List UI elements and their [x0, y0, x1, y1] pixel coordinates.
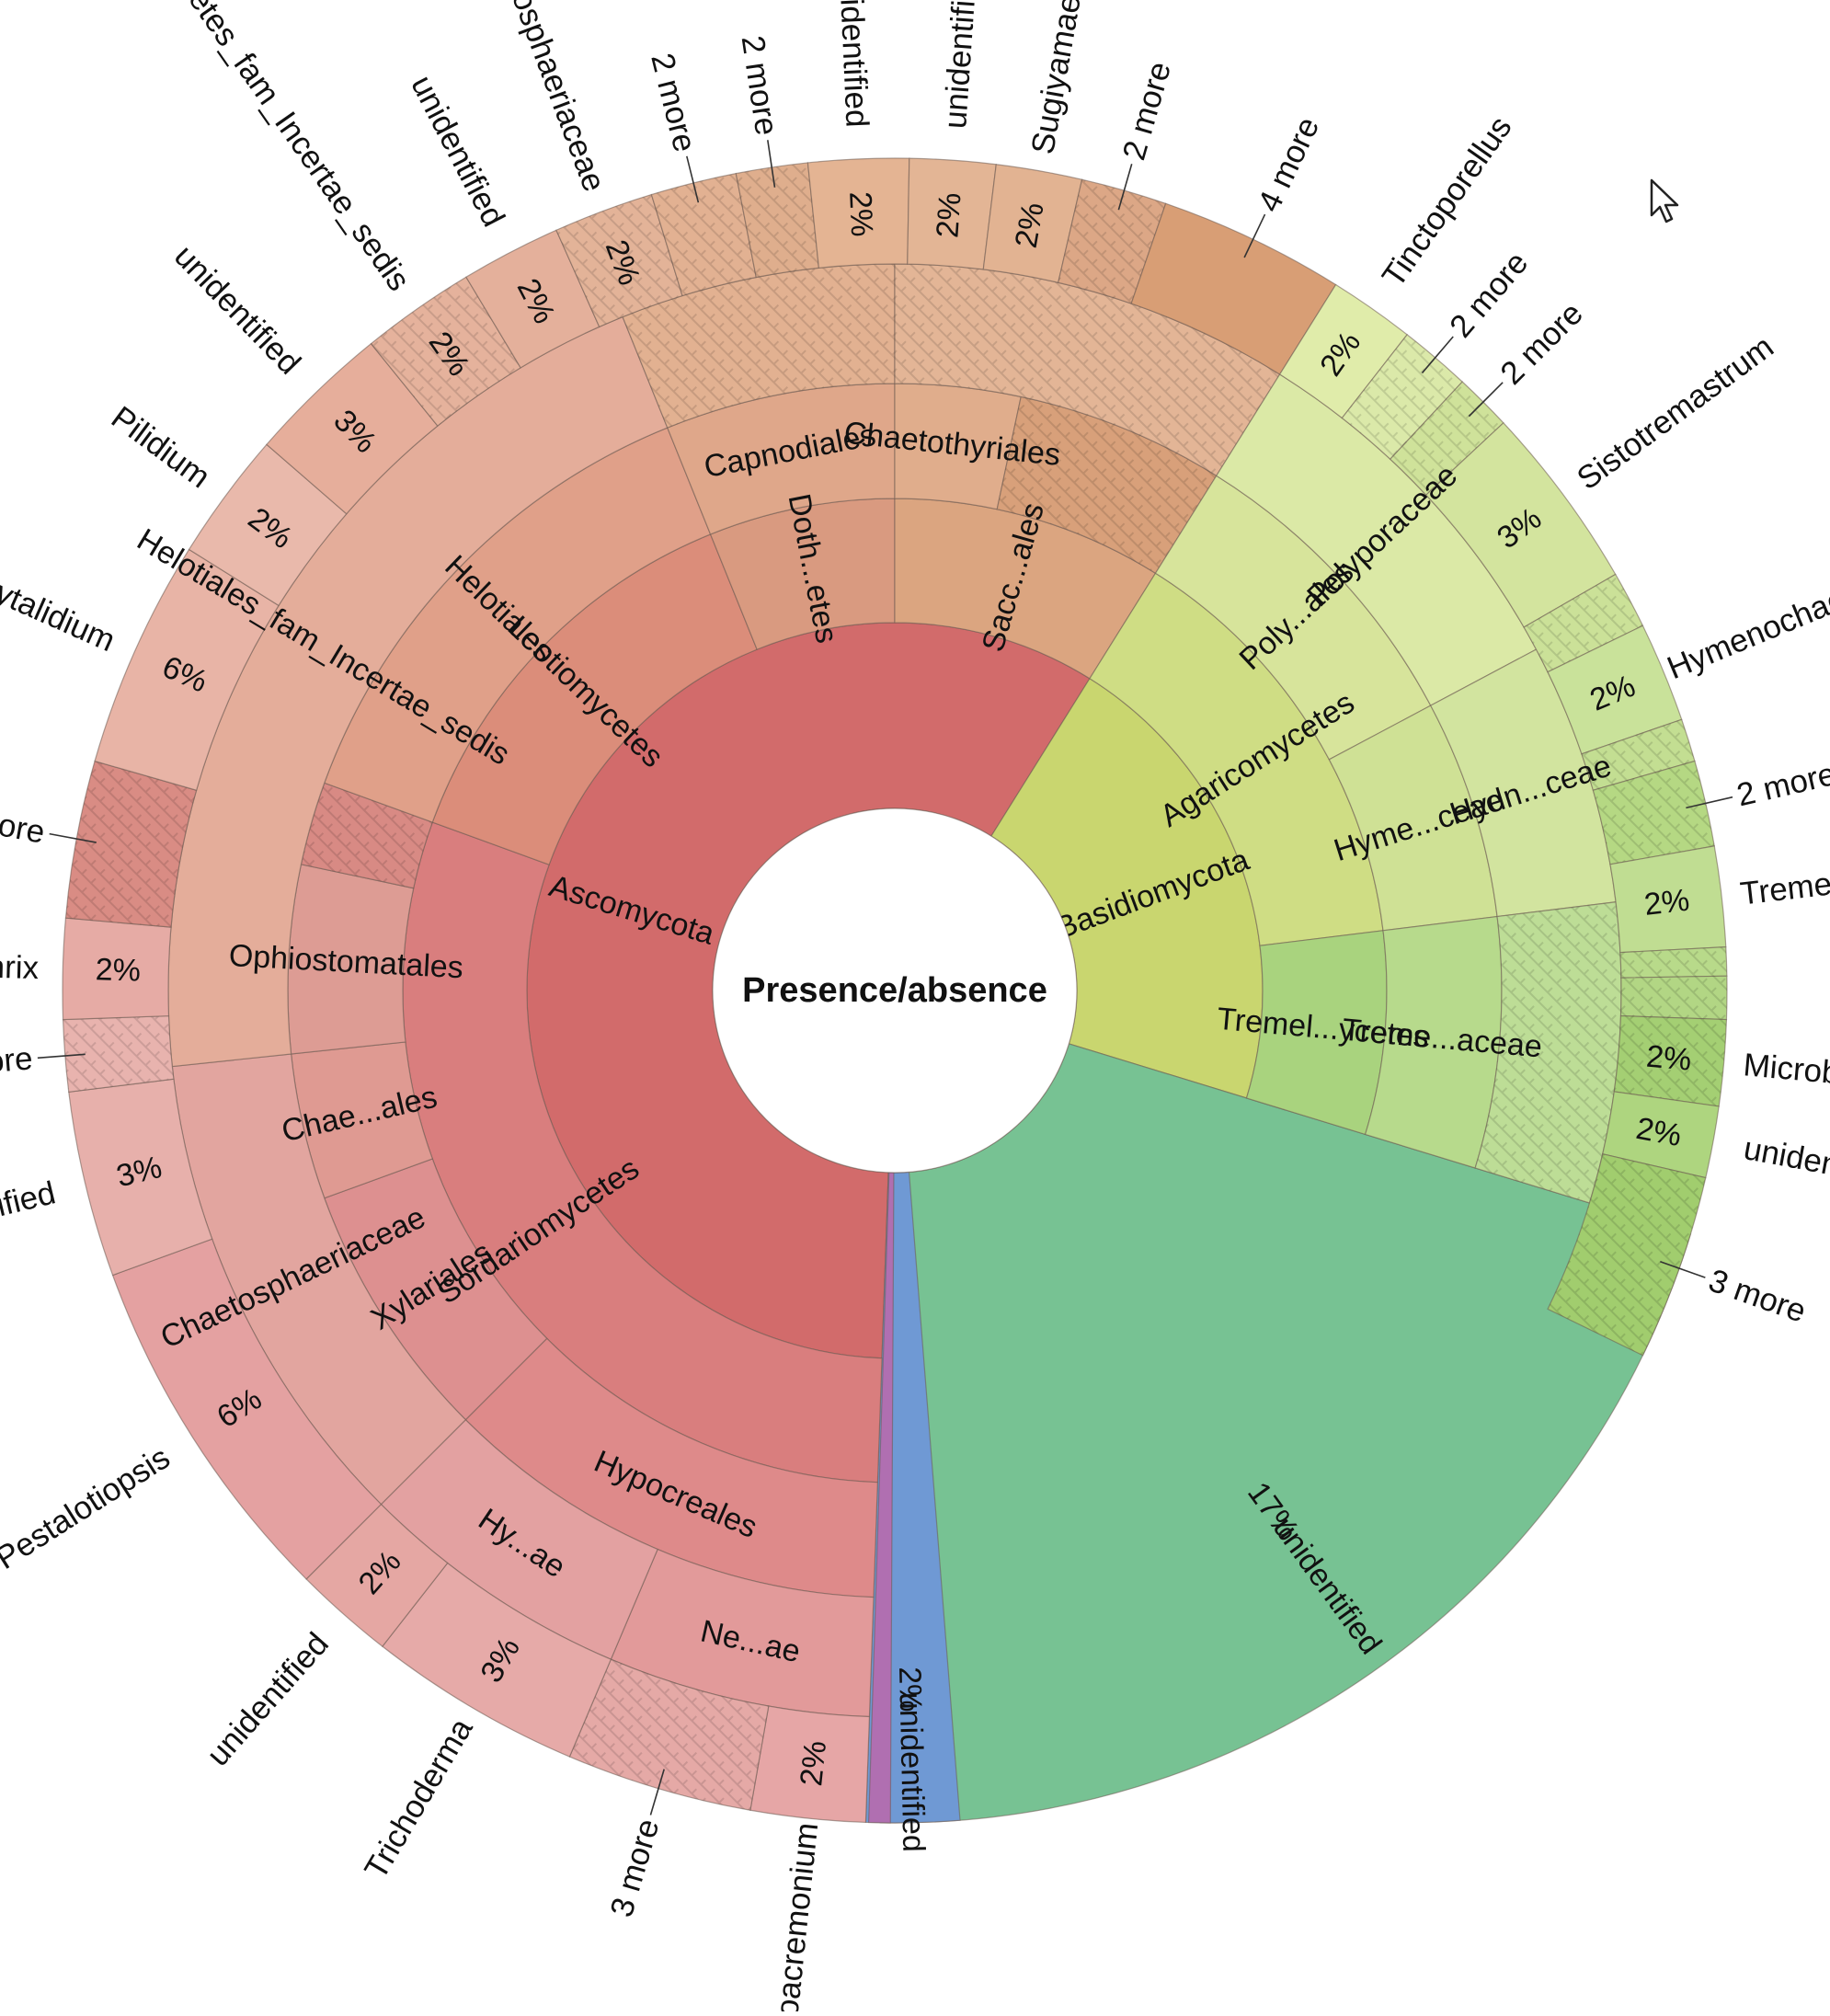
segment-percent-g_u7: 2%: [1633, 1111, 1684, 1153]
chart-title: Presence/absence: [742, 971, 1047, 1010]
segment-name-g_2m6: 2 more: [1493, 295, 1590, 392]
leader-line-g_4m: [1243, 213, 1266, 258]
segment-name-g_3m3: 3 more: [1704, 1263, 1811, 1330]
leader-line-g_2m2: [686, 155, 700, 203]
leader-line-g_2m3: [767, 140, 776, 188]
segment-name-g_micro: Microbotryomycetes: [1742, 1047, 1830, 1107]
segment-hatch-g_2m4: [1058, 179, 1166, 304]
segment-name-g_u3: unidentified: [167, 238, 307, 382]
segment-hatch-g_terato: [555, 194, 683, 327]
segment-hatch-g_h1: [1524, 574, 1643, 672]
leader-line-g_2m4: [1117, 163, 1133, 211]
segment-percent-uB: 2%: [892, 1667, 928, 1712]
segment-hatch-g_3m1: [569, 1659, 769, 1811]
segment-name-g_2m3: 2 more: [735, 33, 785, 138]
segment-hatch-sord_misc: [301, 783, 433, 888]
leader-line-g_3m3: [1660, 1260, 1706, 1278]
leader-line-g_2m7: [1686, 796, 1733, 809]
segment-hatch-chaefam: [895, 264, 1280, 476]
segment-hatch-g_2m5: [1342, 334, 1463, 460]
segment-name-g_xeno: Xenoacremonium: [763, 1821, 825, 2011]
segment-hatch-g_h4: [1620, 976, 1727, 1020]
segment-name-g_hymeno: Hymenochaete: [1662, 570, 1830, 686]
segment-name-g_u1: unidentified: [200, 1626, 336, 1773]
segment-name-g_sporo: Sporothrix: [0, 946, 40, 986]
segment-name-g_3m1: 3 more: [603, 1815, 666, 1921]
segment-name-g_pili: Pilidium: [105, 399, 217, 495]
segment-percent-g_sporo: 2%: [95, 952, 141, 988]
segment-name-g_2m7: 2 more: [1733, 756, 1830, 814]
segment-hatch-g_2m2: [651, 173, 757, 296]
center-hole: [712, 808, 1078, 1174]
segment-name-g_terato: Teratosphaeriaceae: [480, 0, 612, 196]
segment-hatch-g_2m3: [736, 162, 819, 278]
segment-name-uB: unidentified: [893, 1691, 932, 1852]
segment-name-g_sisto: Sistotremastrum: [1571, 328, 1780, 497]
segment-name-g_3m2: 3 more: [0, 797, 48, 851]
segment-name-g_4m: 4 more: [1251, 111, 1326, 217]
segment-percent-g_trem: 2%: [1642, 883, 1691, 922]
segment-hatch-capfam: [623, 264, 895, 429]
leader-line-g_3m2: [49, 832, 97, 843]
sunburst-segments: [62, 157, 1728, 1824]
mouse-cursor-icon: [1650, 178, 1679, 223]
leader-line-g_2m6: [1468, 382, 1504, 418]
leader-line-g_2m1: [37, 1053, 86, 1060]
segment-hatch-g_2m1: [63, 1015, 174, 1093]
segment-name-g_u2: unidentified: [0, 1174, 59, 1248]
segment-name-g_2m2: 2 more: [644, 50, 703, 155]
segment-name-g_2m1: 2 more: [0, 1040, 34, 1083]
segment-percent-g_u6: 2%: [930, 191, 967, 239]
segment-hatch-g_3m3: [1548, 1153, 1706, 1356]
segment-name-g_sugi: Sugiyamaella: [1024, 0, 1093, 156]
segment-name-g_u4: unidentified: [404, 70, 511, 233]
segment-percent-g_sugi: 2%: [1009, 200, 1051, 250]
segment-name-g_scyta: Scytalidium: [0, 559, 120, 659]
segment-name-g_2m4: 2 more: [1116, 58, 1179, 164]
segment-percent-g_xeno: 2%: [794, 1739, 833, 1788]
segment-hatch-g_h3: [1619, 946, 1727, 979]
segment-name-g_u6: unidentified: [937, 0, 984, 130]
segment-name-g_u7: unidentified: [1741, 1130, 1830, 1196]
leader-line-g_3m1: [649, 1769, 665, 1816]
segment-name-g_leofam: Leotiomycetes_fam_Incertae_sedis: [97, 0, 417, 297]
segment-percent-g_micro: 2%: [1645, 1039, 1693, 1078]
segment-hatch-sacc_o: [997, 396, 1217, 574]
segment-name-g_trem: Tremella: [1738, 863, 1830, 912]
segment-hatch-g_3m2: [65, 761, 197, 928]
segment-hatch-g_2m7: [1593, 761, 1715, 865]
leader-line-g_2m5: [1421, 336, 1454, 374]
segment-hatch-g_h2: [1581, 719, 1695, 791]
segment-name-g_tricho: Trichoderma: [358, 1712, 480, 1884]
segment-name-g_2m5: 2 more: [1443, 245, 1535, 344]
segment-hatch-tremfam: [1475, 901, 1621, 1203]
segment-name-g_u5: unidentified: [832, 0, 875, 128]
segment-hatch-g_leofam: [371, 277, 521, 427]
segment-name-g_pestal: Pestalotiopsis: [0, 1439, 177, 1576]
segment-percent-g_u5: 2%: [842, 190, 879, 237]
segment-hatch-g_micro: [1614, 1015, 1727, 1106]
